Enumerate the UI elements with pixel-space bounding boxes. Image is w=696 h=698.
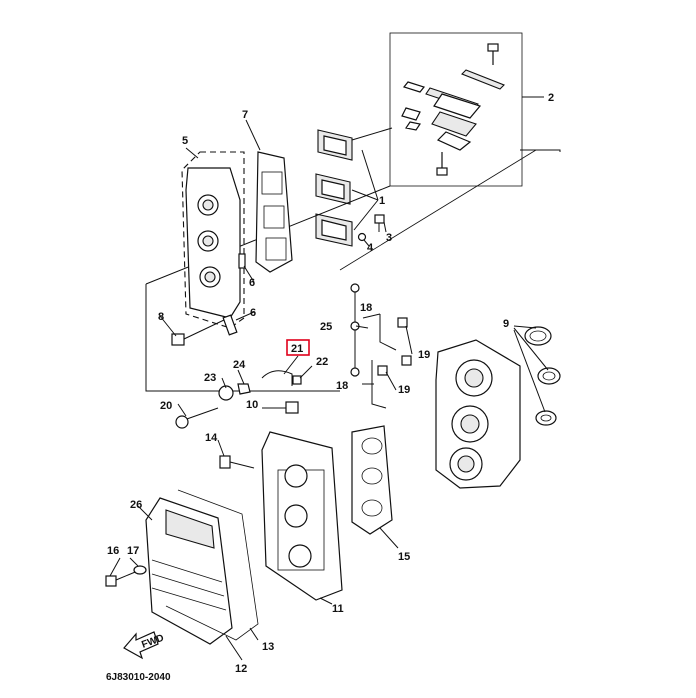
label-10: 10 xyxy=(246,399,258,411)
label-6b: 6 xyxy=(250,307,256,319)
highlight-box xyxy=(286,339,310,356)
label-12: 12 xyxy=(235,663,247,675)
fuel-hoses xyxy=(350,283,412,409)
label-16: 16 xyxy=(107,545,119,557)
label-14: 14 xyxy=(205,432,218,444)
exhaust-cover xyxy=(145,497,233,645)
water-jacket-cover xyxy=(261,431,343,601)
label-11: 11 xyxy=(332,603,344,615)
cylinder-block xyxy=(435,339,521,489)
exhaust-gasket xyxy=(351,425,393,535)
label-8: 8 xyxy=(158,311,164,323)
label-19a: 19 xyxy=(418,349,430,361)
label-20: 20 xyxy=(160,400,172,412)
label-6a: 6 xyxy=(249,277,255,289)
label-5: 5 xyxy=(182,135,188,147)
intake-gasket-7 xyxy=(255,151,293,273)
label-2: 2 xyxy=(548,92,554,104)
label-21: 21 xyxy=(291,343,303,355)
label-15: 15 xyxy=(398,551,410,563)
label-19b: 19 xyxy=(398,384,410,396)
intake-manifold-gasket xyxy=(181,151,245,329)
fwd-label: FWD xyxy=(140,633,165,651)
label-23: 23 xyxy=(204,372,216,384)
label-4: 4 xyxy=(367,242,374,254)
label-25: 25 xyxy=(320,321,332,333)
o-rings xyxy=(513,325,561,426)
label-17: 17 xyxy=(127,545,139,557)
reed-bolt xyxy=(357,214,387,247)
reed-valve-assemblies xyxy=(315,127,393,247)
label-3: 3 xyxy=(386,232,392,244)
label-7: 7 xyxy=(242,109,248,121)
reed-valve-detail-box xyxy=(389,32,544,187)
drawing-code: 6J83010-2040 xyxy=(106,672,171,683)
label-24: 24 xyxy=(233,359,246,371)
label-22: 22 xyxy=(316,356,328,368)
forward-arrow-icon: FWD xyxy=(123,631,165,660)
label-26: 26 xyxy=(130,499,142,511)
label-9: 9 xyxy=(503,318,509,330)
intake-plate xyxy=(185,167,241,319)
label-1: 1 xyxy=(379,195,385,207)
label-18b: 18 xyxy=(336,380,348,392)
label-13: 13 xyxy=(262,641,274,653)
label-18a: 18 xyxy=(360,302,372,314)
